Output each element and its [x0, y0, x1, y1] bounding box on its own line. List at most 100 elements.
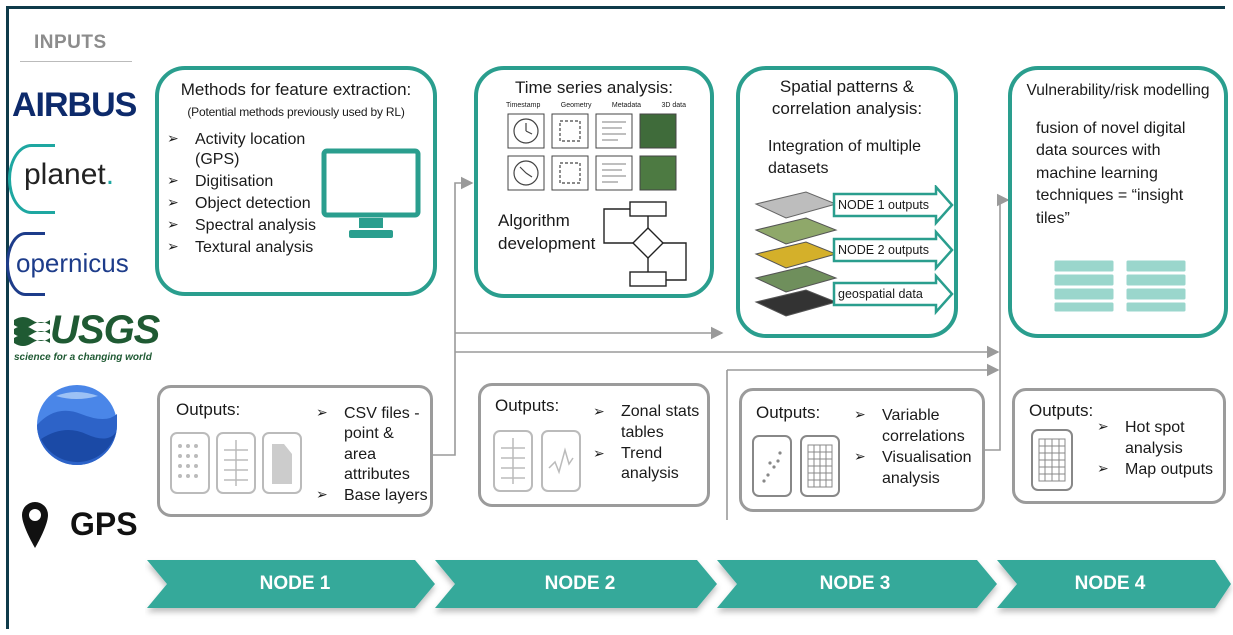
node2-output: tables [621, 423, 664, 441]
diagram-frame [6, 6, 1225, 629]
node4-body-line: techniques = “insight [1036, 187, 1184, 205]
planet-logo-text: planet [24, 158, 106, 191]
node1-output: CSV files - [316, 404, 430, 424]
node1-chevron [147, 560, 435, 608]
node1-item: Textural analysis [167, 238, 316, 258]
integration-line: datasets [768, 160, 829, 178]
node3-output: correlations [882, 428, 965, 446]
node4-risk-box: Vulnerability/risk modelling fusion of n… [1008, 66, 1228, 338]
node3-outputs-list: Variable correlations Visualisation anal… [854, 405, 972, 489]
node1-item: (GPS) [195, 151, 240, 168]
grid-table-icon [1031, 429, 1073, 491]
airbus-logo: AIRBUS [12, 86, 137, 124]
node1-item: Activity location [167, 130, 316, 150]
node1-method-list: Activity location (GPS) Digitisation Obj… [167, 130, 316, 258]
node3-outputs-box: Outputs: Variable correlations Visualisa… [739, 388, 985, 512]
node1-label: NODE 1 [259, 573, 331, 594]
gps-label: GPS [70, 506, 138, 542]
node4-body-line: fusion of novel digital [1036, 120, 1186, 137]
node3-arrow-label: NODE 1 outputs [838, 198, 930, 212]
node4-outputs-list: Hot spot analysis Map outputs [1097, 417, 1213, 480]
node4-outputs-label: Outputs: [1029, 401, 1094, 420]
node3-outputs-label: Outputs: [756, 403, 821, 422]
node2-chevron [435, 560, 717, 608]
node1-outputs-box: Outputs: CSV files - point & area attrib… [157, 385, 433, 517]
node4-body-line: tiles” [1036, 209, 1070, 227]
node2-timeseries-box: Time series analysis: Timestamp Geometry… [474, 66, 714, 298]
node1-item: Digitisation [167, 172, 316, 192]
node3-output: analysis [882, 470, 940, 488]
inputs-title: INPUTS [34, 32, 107, 53]
node4-title: Vulnerability/risk modelling [1026, 82, 1210, 99]
node1-item: Spectral analysis [167, 216, 316, 236]
gps-pin-icon [22, 502, 48, 548]
node2-output: Zonal stats [593, 402, 699, 423]
table-icon [216, 432, 256, 494]
node3-title-line: correlation analysis: [771, 99, 923, 119]
node3-output: Variable [854, 405, 972, 426]
node3-title: Spatial patterns & correlation analysis: [740, 76, 954, 120]
node3-input-arrows [832, 185, 954, 316]
node-chevron-bar [147, 560, 1231, 608]
node1-outputs-label: Outputs: [176, 400, 241, 419]
node4-label: NODE 4 [1074, 573, 1146, 594]
copernicus-logo-ring [6, 232, 45, 296]
node3-chevron [717, 560, 997, 608]
integration-line: Integration of multiple [768, 138, 921, 155]
node1-output: attributes [344, 466, 410, 484]
node3-title-line: Spatial patterns & [779, 77, 915, 96]
usgs-wave-icon [14, 317, 50, 346]
node2-outputs-label: Outputs: [495, 396, 560, 415]
node2-title: Time series analysis: [514, 78, 674, 97]
node4-body-line: machine learning [1036, 164, 1158, 182]
timeseries-grid-icon [507, 113, 677, 191]
node3-output: Visualisation [854, 447, 972, 468]
google-earth-icon [37, 385, 117, 465]
node1-methods-box: Methods for feature extraction: (Potenti… [155, 66, 437, 296]
point-grid-icon [170, 432, 210, 494]
node1-output: Base layers [316, 486, 430, 506]
node2-label: NODE 2 [544, 573, 616, 594]
node4-chevron [997, 560, 1231, 608]
usgs-tagline: science for a changing world [14, 352, 152, 363]
node2-outputs-list: Zonal stats tables Trend analysis [593, 402, 699, 485]
grid-header: Timestamp [506, 102, 541, 109]
node1-subtitle: (Potential methods previously used by RL… [187, 105, 405, 119]
connector-node1-to-node2 [432, 176, 474, 456]
layer-stack-icon [754, 191, 838, 317]
planet-logo-ring [8, 144, 55, 214]
node3-label: NODE 3 [819, 573, 891, 594]
server-racks-icon [1053, 259, 1187, 313]
grid-header: 3D data [661, 102, 686, 109]
node2-algo-label: Algorithm development [498, 210, 595, 256]
algo-line: Algorithm [498, 211, 570, 230]
inputs-divider [20, 61, 132, 62]
flowchart-icon [603, 201, 687, 287]
node1-item: Object detection [167, 194, 316, 214]
trend-chart-icon [541, 430, 581, 492]
node1-title: Methods for feature extraction: [180, 80, 412, 99]
node1-output: point & area [344, 425, 394, 463]
planet-logo: planet. [24, 158, 114, 192]
monitor-icon [321, 148, 421, 238]
node2-output: analysis [621, 465, 679, 483]
grid-table-icon [800, 435, 840, 497]
node2-outputs-box: Outputs: Zonal stats tables Trend analys… [478, 383, 710, 507]
node4-body: fusion of novel digital data sources wit… [1036, 118, 1185, 230]
node1-outputs-list: CSV files - point & area attributes Base… [316, 404, 430, 506]
usgs-logo: USGS [50, 308, 160, 352]
node4-output: analysis [1125, 440, 1183, 458]
area-layer-icon [262, 432, 302, 494]
node2-grid-headers: Timestamp Geometry Metadata 3D data [506, 102, 686, 109]
algo-line: development [498, 233, 596, 253]
node3-arrow-label: geospatial data [838, 287, 923, 301]
node3-integration: Integration of multiple datasets [768, 136, 921, 181]
node4-output: Hot spot [1097, 417, 1213, 438]
node4-outputs-box: Outputs: Hot spot analysis Map outputs [1012, 388, 1226, 504]
connector-node3-to-node4 [985, 193, 1010, 451]
node3-spatial-box: Spatial patterns & correlation analysis:… [736, 66, 958, 338]
node2-output: Trend [593, 444, 699, 465]
node4-body-line: data sources with [1036, 142, 1161, 160]
table-icon [493, 430, 533, 492]
